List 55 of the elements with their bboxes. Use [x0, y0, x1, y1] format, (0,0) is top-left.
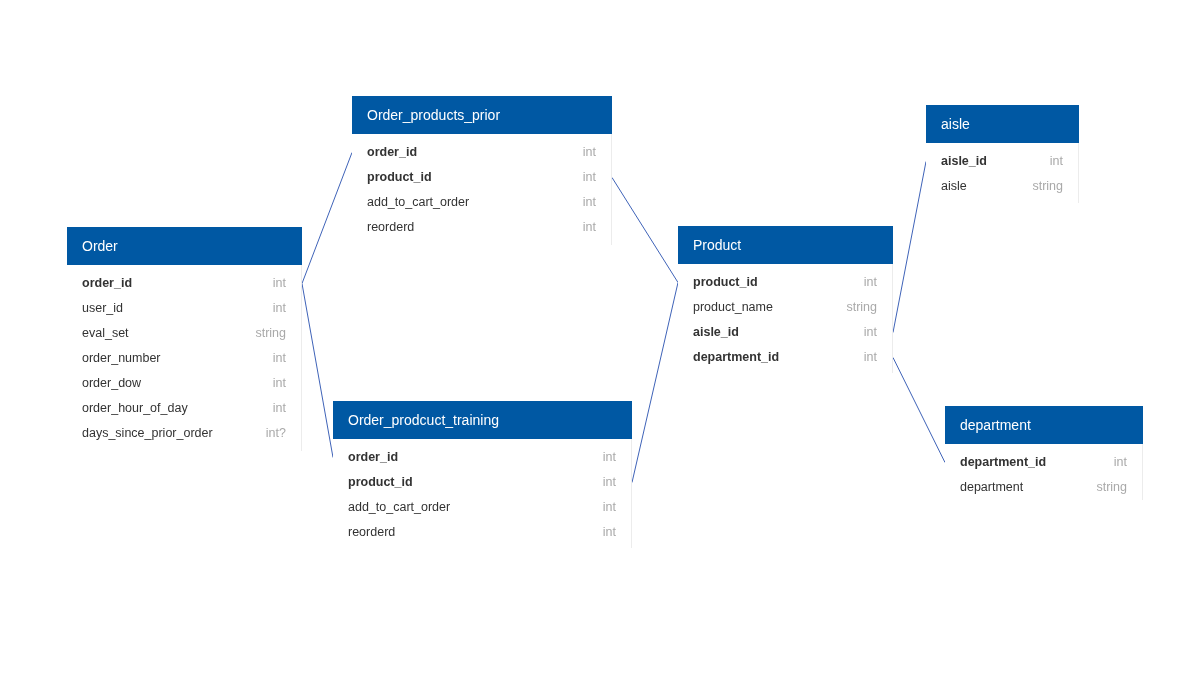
field-type: string — [846, 299, 877, 317]
field-name: order_hour_of_day — [82, 400, 188, 418]
table-title: department — [960, 415, 1031, 435]
field-name: reorderd — [367, 219, 415, 237]
field-type: int — [602, 499, 616, 517]
field-type: int — [272, 275, 286, 293]
field-type: int — [582, 194, 596, 212]
table-title: Product — [693, 235, 742, 255]
field-type: string — [1096, 479, 1127, 497]
field-type: int — [602, 449, 616, 467]
field-name: order_id — [82, 275, 132, 293]
field-name: aisle — [941, 178, 967, 196]
field-type: int — [1049, 153, 1063, 171]
field-name: product_name — [693, 299, 773, 317]
field-name: aisle_id — [693, 324, 739, 342]
table-title: aisle — [941, 114, 970, 134]
field-name: add_to_cart_order — [348, 499, 451, 517]
field-type: int — [582, 144, 596, 162]
field-type: int — [582, 169, 596, 187]
field-name: order_number — [82, 350, 161, 368]
field-type: int — [863, 324, 877, 342]
field-name: add_to_cart_order — [367, 194, 470, 212]
field-type: int — [272, 350, 286, 368]
field-name: product_id — [693, 274, 758, 292]
field-name: department — [960, 479, 1024, 497]
table-card — [926, 105, 1079, 203]
field-type: string — [1032, 178, 1063, 196]
table-title: Order_prodcuct_training — [348, 410, 499, 430]
table-title: Order_products_prior — [367, 105, 501, 125]
field-type: int — [602, 524, 616, 542]
field-type: int — [582, 219, 596, 237]
field-type: int — [272, 400, 286, 418]
field-type: int? — [265, 425, 286, 443]
field-type: int — [272, 300, 286, 318]
field-type: int — [1113, 454, 1127, 472]
field-type: string — [255, 325, 286, 343]
field-name: days_since_prior_order — [82, 425, 213, 443]
field-name: user_id — [82, 300, 123, 318]
table-card — [945, 406, 1143, 500]
field-name: aisle_id — [941, 153, 987, 171]
field-type: int — [602, 474, 616, 492]
field-type: int — [272, 375, 286, 393]
table-title: Order — [82, 236, 118, 256]
field-name: reorderd — [348, 524, 396, 542]
field-name: order_id — [348, 449, 398, 467]
field-name: product_id — [348, 474, 413, 492]
field-type: int — [863, 274, 877, 292]
field-name: department_id — [960, 454, 1047, 472]
relation-line — [611, 177, 679, 283]
field-name: product_id — [367, 169, 432, 187]
field-name: eval_set — [82, 325, 129, 343]
field-name: department_id — [693, 349, 780, 367]
field-type: int — [863, 349, 877, 367]
field-name: order_id — [367, 144, 417, 162]
field-name: order_dow — [82, 375, 142, 393]
